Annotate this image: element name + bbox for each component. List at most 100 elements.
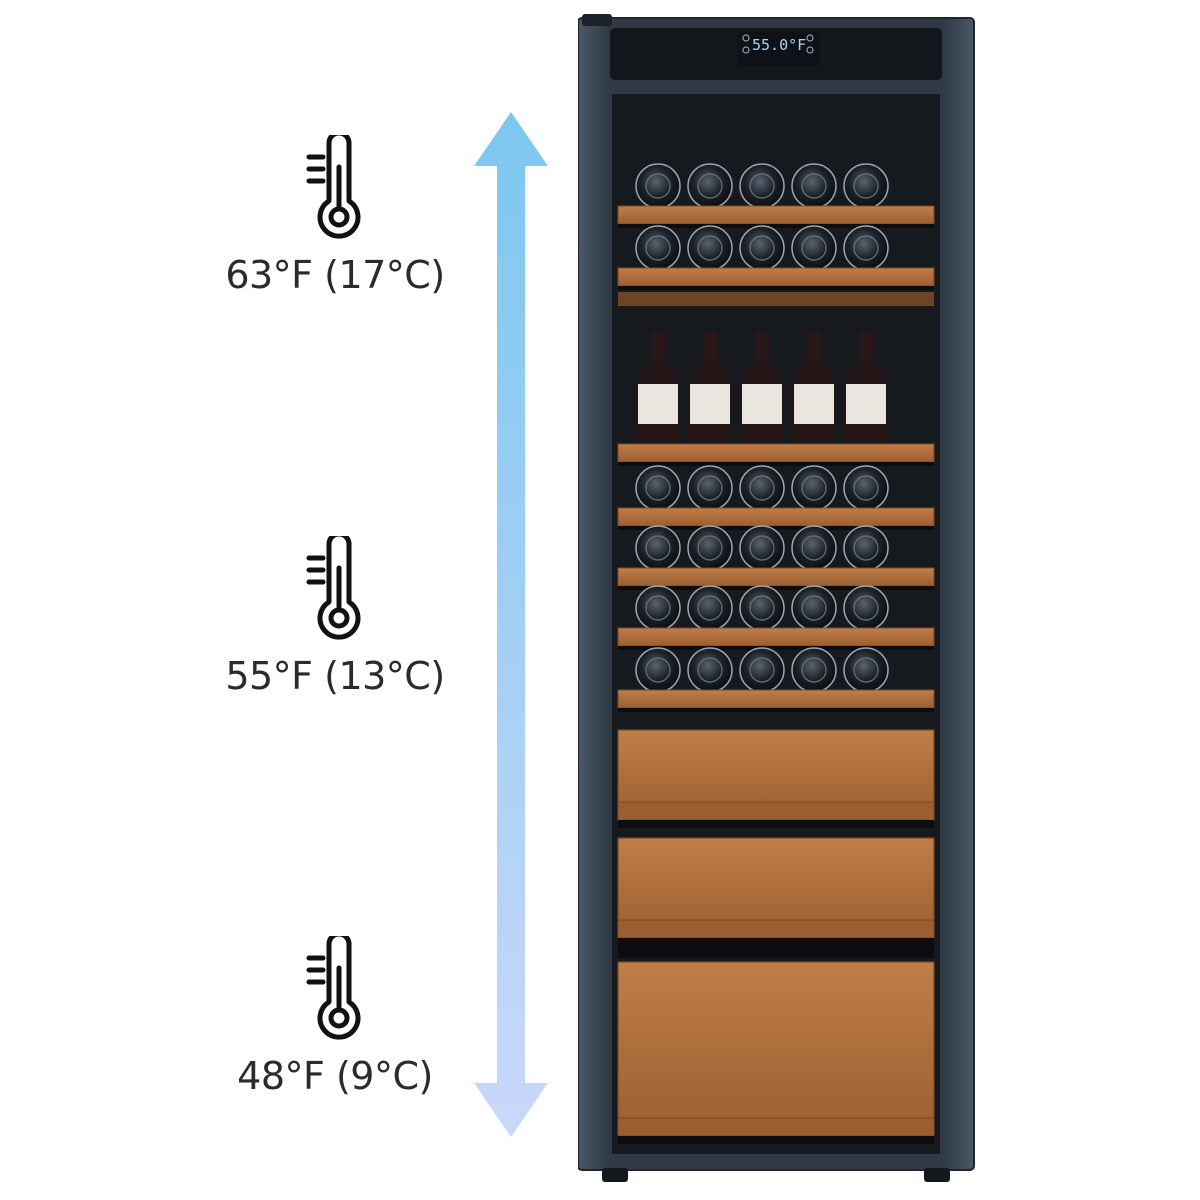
bottle-punt bbox=[749, 657, 775, 683]
bottle-punt bbox=[749, 595, 775, 621]
bottle-punt bbox=[697, 657, 723, 683]
wood-shelf bbox=[617, 627, 935, 647]
temp-indicator-mid: 55°F (13°C) bbox=[200, 536, 470, 698]
bottle-punt bbox=[801, 535, 827, 561]
bottle-punt bbox=[697, 235, 723, 261]
bottle-end bbox=[635, 465, 681, 511]
shelf-shadow bbox=[618, 708, 934, 712]
drawer-gap bbox=[618, 1136, 934, 1144]
bottle-end bbox=[635, 585, 681, 631]
bottle-punt bbox=[853, 535, 879, 561]
bottle-end bbox=[687, 647, 733, 693]
wood-shelf bbox=[617, 507, 935, 527]
thermometer-icon bbox=[306, 536, 361, 640]
bottle-end bbox=[843, 647, 889, 693]
bottle-end bbox=[739, 225, 785, 271]
shelf-shadow bbox=[618, 286, 934, 290]
bottle-punt bbox=[697, 173, 723, 199]
bottle-punt bbox=[749, 173, 775, 199]
bottle-end bbox=[739, 647, 785, 693]
bottle-end bbox=[635, 647, 681, 693]
shelf-shadow bbox=[618, 526, 934, 530]
bottle-label bbox=[690, 384, 730, 424]
bottle-punt bbox=[801, 657, 827, 683]
bottle-end bbox=[791, 525, 837, 571]
bottle-end bbox=[687, 225, 733, 271]
bottle-end bbox=[687, 163, 733, 209]
bottle-punt bbox=[801, 173, 827, 199]
thermometer-icon bbox=[306, 135, 361, 239]
bottle-end bbox=[739, 525, 785, 571]
drawer-gap bbox=[618, 938, 934, 946]
bottle-end bbox=[843, 163, 889, 209]
display-temperature: 55.0°F bbox=[752, 36, 806, 54]
bottle-punt bbox=[749, 475, 775, 501]
control-light-icon[interactable] bbox=[806, 34, 814, 42]
wood-shelf bbox=[617, 443, 935, 463]
bottle-neck bbox=[807, 332, 821, 362]
bottle-punt bbox=[645, 475, 671, 501]
shelf-shadow bbox=[618, 586, 934, 590]
bottle-neck bbox=[651, 332, 665, 362]
bottle-punt bbox=[697, 475, 723, 501]
bottle-punt bbox=[645, 657, 671, 683]
bottle-punt bbox=[749, 535, 775, 561]
bottle-end bbox=[791, 647, 837, 693]
bottle-end bbox=[635, 225, 681, 271]
bottle-punt bbox=[749, 235, 775, 261]
bottle-punt bbox=[853, 235, 879, 261]
double-arrow-vertical-icon bbox=[474, 112, 548, 1137]
temp-indicator-high: 63°F (17°C) bbox=[200, 135, 470, 297]
shelf-shadow bbox=[618, 224, 934, 228]
bottle-punt bbox=[801, 595, 827, 621]
slat-rack bbox=[618, 292, 934, 306]
bottle-punt bbox=[853, 475, 879, 501]
control-up-icon[interactable] bbox=[742, 34, 750, 42]
bottle-end bbox=[791, 163, 837, 209]
bottle-punt bbox=[853, 173, 879, 199]
bottle-end bbox=[739, 163, 785, 209]
bottle-punt bbox=[697, 535, 723, 561]
bottle-punt bbox=[853, 657, 879, 683]
wine-cabinet: 55.0°F bbox=[578, 14, 975, 1182]
bottle-end bbox=[739, 585, 785, 631]
shelf-shadow bbox=[618, 646, 934, 650]
bottle-end bbox=[739, 465, 785, 511]
drawer-lip bbox=[617, 801, 935, 821]
drawer-gap bbox=[618, 946, 934, 958]
bottle-punt bbox=[645, 595, 671, 621]
bottle-end bbox=[843, 225, 889, 271]
bottle-punt bbox=[801, 235, 827, 261]
drawer-gap bbox=[618, 820, 934, 828]
bottle-label bbox=[638, 384, 678, 424]
temp-label-low: 48°F (9°C) bbox=[237, 1054, 433, 1098]
bottle-end bbox=[635, 525, 681, 571]
bottle-punt bbox=[801, 475, 827, 501]
bottle-label bbox=[794, 384, 834, 424]
wood-shelf bbox=[617, 689, 935, 709]
shelf-shadow bbox=[618, 462, 934, 466]
control-down-icon[interactable] bbox=[742, 46, 750, 54]
bottle-punt bbox=[645, 535, 671, 561]
bottle-end bbox=[791, 465, 837, 511]
bottle-end bbox=[687, 525, 733, 571]
bottle-end bbox=[843, 525, 889, 571]
control-power-icon[interactable] bbox=[806, 46, 814, 54]
bottle-end bbox=[791, 585, 837, 631]
bottle-punt bbox=[853, 595, 879, 621]
thermometer-icon bbox=[306, 936, 361, 1040]
bottle-neck bbox=[755, 332, 769, 362]
bottle-label bbox=[846, 384, 886, 424]
drawer-lip bbox=[617, 919, 935, 939]
drawer-lip bbox=[617, 1117, 935, 1137]
bottle-punt bbox=[697, 595, 723, 621]
wood-drawer bbox=[617, 961, 935, 1137]
bottle-end bbox=[635, 163, 681, 209]
wood-shelf bbox=[617, 567, 935, 587]
bottle-neck bbox=[859, 332, 873, 362]
temp-label-mid: 55°F (13°C) bbox=[225, 654, 445, 698]
bottle-end bbox=[791, 225, 837, 271]
temp-indicator-low: 48°F (9°C) bbox=[200, 936, 470, 1098]
bottle-punt bbox=[645, 235, 671, 261]
bottle-end bbox=[843, 585, 889, 631]
